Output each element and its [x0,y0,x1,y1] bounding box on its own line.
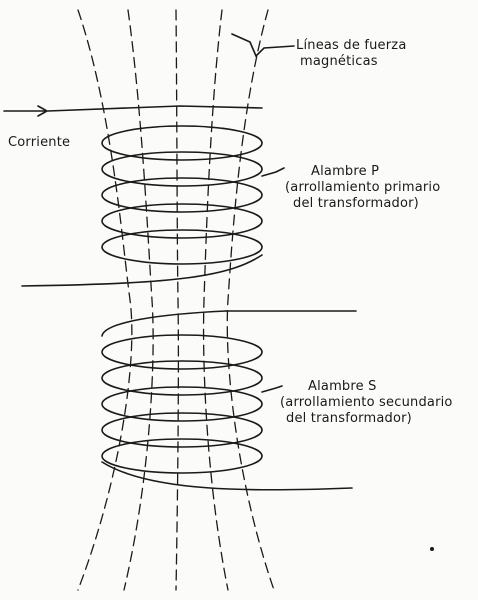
label-line: Alambre S [308,379,377,394]
primary-lead-out [21,254,263,287]
ink-dot [430,547,434,551]
secondary-turn [101,386,263,422]
secondary-top-sweep [101,310,227,337]
label-field-lines: Líneas de fuerza magnéticas [296,38,407,70]
label-primary-wire: Alambre P (arrollamiento primario del tr… [285,164,440,212]
label-line: Líneas de fuerza [296,38,407,53]
label-secondary-wire: Alambre S (arrollamiento secundario del … [280,379,453,427]
label-line: del transformador) [286,411,412,426]
current-arrow [3,105,49,117]
label-line: del transformador) [293,196,419,211]
primary-turn [101,151,263,187]
secondary-label-leader [261,385,283,393]
primary-turn [101,203,263,239]
field-line [77,9,133,591]
field-line [202,9,229,591]
label-line: magnéticas [300,54,378,69]
primary-turn [101,125,263,161]
secondary-coil [101,310,357,491]
primary-coil [21,105,263,287]
field-line [123,9,154,591]
secondary-turn [101,412,263,448]
label-line: (arrollamiento secundario [280,395,453,410]
field-label-leader [231,33,295,58]
label-current: Corriente [8,135,71,150]
primary-turn [101,177,263,213]
secondary-turn [101,360,263,396]
label-line: Alambre P [311,164,380,179]
field-line [226,9,275,591]
field-line [175,9,180,591]
secondary-turn [101,438,263,474]
primary-turn [101,229,263,265]
primary-lead-in [47,105,263,112]
magnetic-field-lines [77,9,275,591]
label-line: (arrollamiento primario [285,180,441,195]
secondary-turn [101,334,263,370]
secondary-lead-out [101,461,353,491]
primary-label-leader [261,167,285,177]
